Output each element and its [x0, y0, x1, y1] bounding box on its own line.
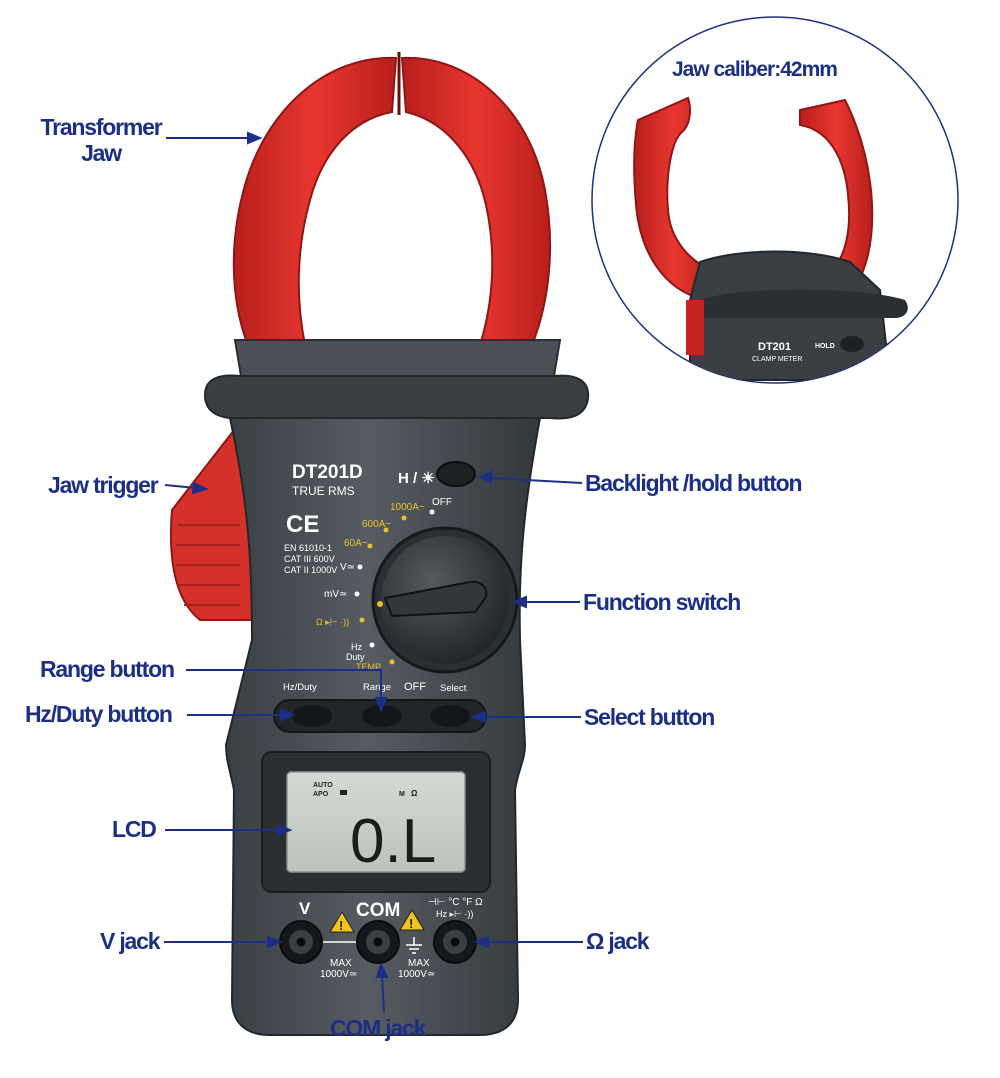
- svg-text:!: !: [409, 916, 413, 931]
- inset-subtitle: CLAMP METER: [752, 356, 802, 363]
- v-jack[interactable]: [279, 920, 323, 964]
- transformer-jaw-label-line1: Transformer: [40, 114, 162, 140]
- dial-pos-temp: TEMP: [356, 662, 381, 672]
- lcd-auto: AUTO: [313, 782, 333, 789]
- standard-en: EN 61010-1: [284, 543, 332, 553]
- warning-icon-left: !: [329, 911, 355, 933]
- range-label: Range: [363, 682, 391, 693]
- lcd-ohm: Ω: [411, 789, 418, 798]
- com-jack-label: COM: [356, 900, 400, 921]
- function-switch[interactable]: [371, 526, 519, 674]
- hold-backlight-symbol: H / ☀: [398, 470, 435, 487]
- dial-pos-hz: Hz: [351, 642, 362, 652]
- jaw-caliber-title: Jaw caliber:42mm: [672, 58, 838, 81]
- dial-pos-1000a: 1000A~: [390, 502, 425, 513]
- ohm-jack[interactable]: [433, 920, 477, 964]
- model-label: DT201D: [292, 462, 363, 483]
- warning-icon-right: !: [399, 909, 425, 931]
- off-label: OFF: [404, 681, 426, 693]
- dial-position-labels: 1000A~ OFF 600A~ 60A~ V≃ mV≃ Ω ▸⊢ ·)) Hz…: [316, 497, 452, 672]
- v-jack-label: V: [299, 899, 311, 918]
- lcd-battery-icon: [340, 790, 347, 795]
- inset-model-label: DT201: [758, 341, 791, 353]
- select-button-label: Select button: [584, 704, 715, 730]
- trigger-grip: [176, 524, 240, 606]
- max-left-value: 1000V≃: [320, 969, 357, 980]
- hz-duty-button[interactable]: [292, 705, 332, 727]
- lcd-screen: [286, 771, 466, 873]
- max-left-label: MAX: [330, 958, 352, 969]
- ground-symbol-icon: [406, 937, 422, 954]
- com-jack-callout-label: COM jack: [330, 1015, 426, 1041]
- max-right-label: MAX: [408, 958, 430, 969]
- backlight-hold-label: Backlight /hold button: [585, 470, 803, 496]
- ce-mark: CE: [286, 511, 319, 538]
- dial-position-dots: [354, 509, 435, 665]
- hz-duty-button-label: Hz/Duty button: [25, 701, 173, 727]
- range-button-label: Range button: [40, 656, 175, 682]
- meter-collar: [203, 374, 590, 420]
- jaw-trigger-label: Jaw trigger: [48, 472, 159, 498]
- svg-text:!: !: [339, 918, 343, 933]
- true-rms-label: TRUE RMS: [292, 484, 355, 498]
- ohm-jack-label-2: Hz ▸⊢ ·)): [436, 909, 473, 919]
- ohm-jack-label-1: ⊣⊢ °C °F Ω: [428, 897, 483, 908]
- transformer-jaw-label: Transformer Jaw: [34, 114, 168, 166]
- jaw-caliber-inset: DT201 CLAMP METER HOLD: [591, 16, 959, 384]
- dial-pos-mv: mV≃: [324, 589, 347, 600]
- lcd-apo: APO: [313, 791, 329, 798]
- callout-arrows: [164, 131, 583, 1013]
- transformer-jaw-label-line2: Jaw: [81, 140, 122, 166]
- lcd-reading: 0.L: [350, 807, 436, 876]
- com-jack[interactable]: [356, 920, 400, 964]
- transformer-jaw: [232, 52, 552, 347]
- select-label: Select: [440, 683, 467, 694]
- dial-pos-v: V≃: [340, 562, 355, 573]
- dial-pos-60a: 60A~: [344, 538, 368, 549]
- range-button[interactable]: [362, 705, 402, 727]
- function-switch-label: Function switch: [583, 589, 741, 615]
- lcd-label: LCD: [112, 816, 157, 842]
- dial-pos-600a: 600A~: [362, 519, 391, 530]
- jaw-trigger: [169, 423, 256, 621]
- ohm-jack-callout-label: Ω jack: [586, 928, 650, 954]
- max-right-value: 1000V≃: [398, 969, 435, 980]
- v-jack-callout-label: V jack: [100, 928, 161, 954]
- dial-pos-ohm: Ω ▸⊢ ·)): [316, 617, 349, 627]
- standard-cat3: CAT III 600V: [284, 554, 335, 564]
- lcd-m: M: [399, 791, 405, 798]
- dial-pos-duty: Duty: [346, 652, 365, 662]
- select-button[interactable]: [430, 705, 470, 727]
- standard-cat2: CAT II 1000V: [284, 565, 337, 575]
- inset-hold-label: HOLD: [815, 343, 835, 350]
- hz-duty-label: Hz/Duty: [283, 682, 317, 693]
- backlight-hold-button[interactable]: [436, 461, 476, 487]
- dial-pos-off-top: OFF: [432, 497, 452, 508]
